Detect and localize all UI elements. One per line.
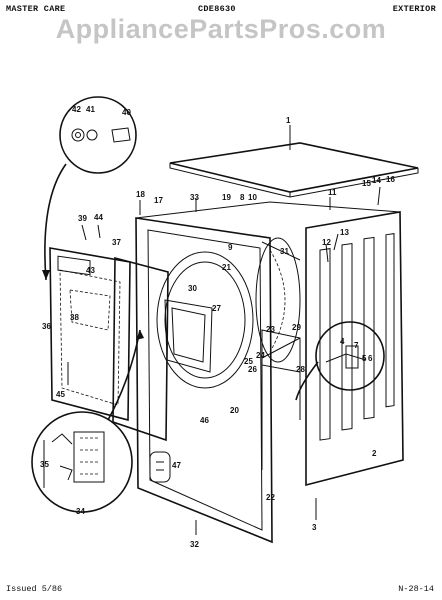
callout-15: 15 <box>362 179 371 188</box>
callout-5: 5 <box>362 354 367 363</box>
callout-30: 30 <box>188 284 197 293</box>
header-brand: MASTER CARE <box>6 4 66 14</box>
latch-detail-circle <box>31 329 144 513</box>
header-model: CDE8630 <box>198 4 236 14</box>
callout-38: 38 <box>70 313 79 322</box>
callout-3: 3 <box>312 523 317 532</box>
callout-46: 46 <box>200 416 209 425</box>
callout-29: 29 <box>292 323 301 332</box>
callout-45: 45 <box>56 390 65 399</box>
door-assembly <box>49 247 169 442</box>
front-panel <box>135 217 273 544</box>
switch-detail-circle <box>295 321 385 401</box>
callout-41: 41 <box>86 105 95 114</box>
callout-10: 10 <box>248 193 257 202</box>
callout-8: 8 <box>240 193 245 202</box>
drum <box>255 237 301 363</box>
callout-9: 9 <box>228 243 233 252</box>
callout-40: 40 <box>122 108 131 117</box>
footer-page-code: N-28-14 <box>398 584 434 594</box>
callout-4: 4 <box>340 337 345 346</box>
hinge-detail-circle <box>42 96 137 281</box>
callout-24: 24 <box>256 351 265 360</box>
callout-17: 17 <box>154 196 163 205</box>
callout-22: 22 <box>266 493 275 502</box>
callout-7: 7 <box>354 341 359 350</box>
callout-14: 14 <box>372 176 381 185</box>
callout-33: 33 <box>190 193 199 202</box>
callout-16: 16 <box>386 175 395 184</box>
callout-42: 42 <box>72 105 81 114</box>
callout-35: 35 <box>40 460 49 469</box>
callout-36: 36 <box>42 322 51 331</box>
callout-34: 34 <box>76 507 85 516</box>
callout-28: 28 <box>296 365 305 374</box>
callout-18: 18 <box>136 190 145 199</box>
small-part-detail <box>149 451 171 483</box>
watermark: AppliancePartsPros.com <box>55 14 387 44</box>
top-panel <box>169 142 419 198</box>
callout-39: 39 <box>78 214 87 223</box>
callout-37: 37 <box>112 238 121 247</box>
callout-1: 1 <box>286 116 291 125</box>
footer-issued: Issued 5/86 <box>6 584 63 594</box>
header-section: EXTERIOR <box>392 4 436 14</box>
callout-32: 32 <box>190 540 199 549</box>
callout-19: 19 <box>222 193 231 202</box>
callout-31: 31 <box>280 247 289 256</box>
callout-27: 27 <box>212 304 221 313</box>
callout-43: 43 <box>86 266 95 275</box>
callout-2: 2 <box>372 449 377 458</box>
door-window <box>164 299 213 373</box>
callout-47: 47 <box>172 461 181 470</box>
callout-21: 21 <box>222 263 231 272</box>
callout-26: 26 <box>248 365 257 374</box>
callout-23: 23 <box>266 325 275 334</box>
callout-12: 12 <box>322 238 331 247</box>
right-side-panel <box>305 211 404 487</box>
callout-11: 11 <box>328 188 337 197</box>
control-bracket <box>261 329 301 470</box>
callout-25: 25 <box>244 357 253 366</box>
callout-44: 44 <box>94 213 103 222</box>
callout-20: 20 <box>230 406 239 415</box>
callout-13: 13 <box>340 228 349 237</box>
callout-6: 6 <box>368 354 373 363</box>
callout-labels: 1 2 3 4 5 6 7 8 9 10 11 12 13 14 15 16 1… <box>40 105 395 549</box>
leader-lines <box>67 125 381 535</box>
